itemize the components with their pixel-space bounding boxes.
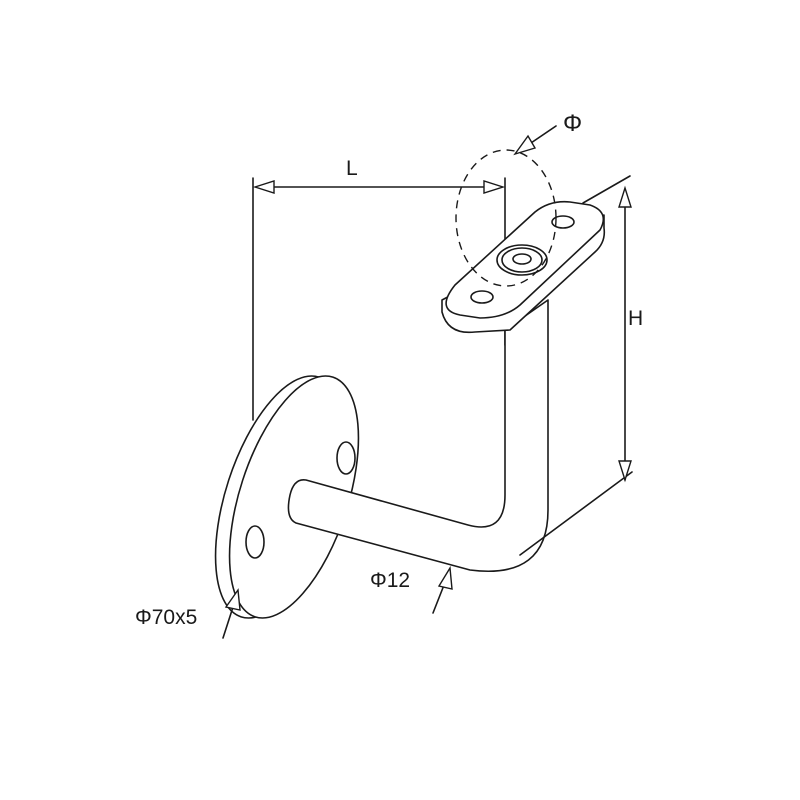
h-extension-bottom: [519, 471, 633, 556]
saddle-arrow: [513, 134, 537, 156]
h-arrow-bottom: [618, 460, 632, 483]
h-extension-top: [582, 175, 631, 204]
screw-hole-left: [470, 290, 494, 304]
center-boss-hole: [512, 253, 532, 265]
saddle-detail-circle: [455, 149, 557, 287]
saddle-plate: [441, 200, 606, 334]
l-arrow-right: [483, 180, 506, 194]
plate-arrow: [224, 588, 241, 611]
h-arrow-top: [618, 185, 632, 208]
label-base-plate: Φ70x5: [135, 606, 198, 629]
screw-hole-right: [551, 215, 575, 229]
label-saddle-diameter: Φ: [563, 110, 583, 137]
saddle-leader-line: [527, 125, 557, 146]
bracket-tube: [287, 299, 549, 572]
label-tube-diameter: Φ12: [370, 569, 411, 592]
label-length: L: [346, 157, 358, 180]
tube-arrow: [437, 565, 453, 590]
mounting-hole-upper: [336, 441, 356, 475]
l-arrow-left: [252, 180, 275, 194]
plate-leader-line: [222, 603, 235, 639]
mounting-hole-lower: [245, 525, 265, 559]
label-height: H: [628, 307, 644, 330]
